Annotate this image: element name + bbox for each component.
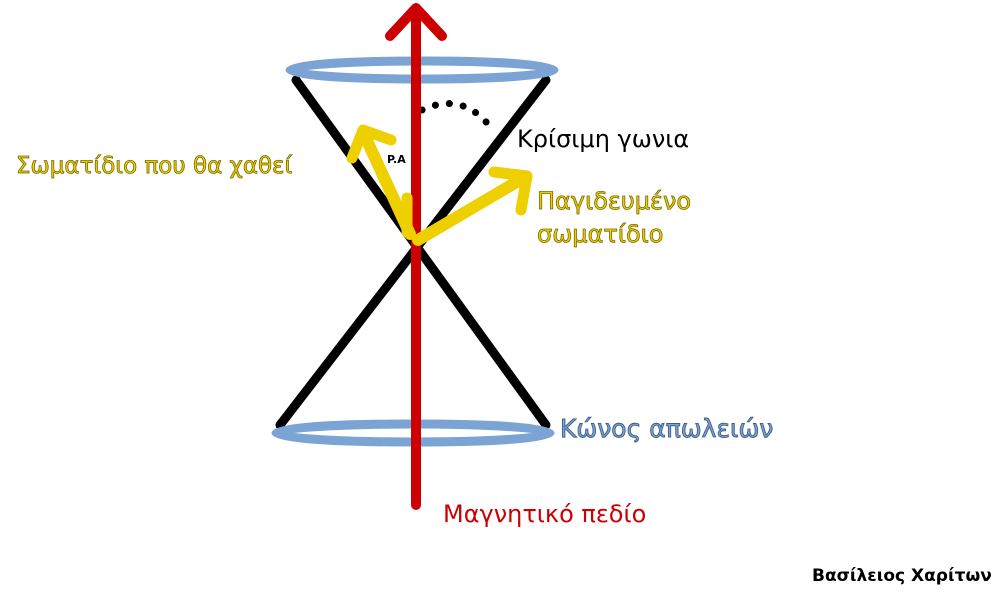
lost-particle-arrow-head (346, 124, 397, 164)
pitch-angle-label: P.A (387, 153, 406, 166)
trapped-particle-arrow-head (488, 166, 533, 216)
author-label: Βασίλειος Χαρίτων (812, 566, 992, 586)
loss-cone-label: Κώνος απωλειών (560, 414, 773, 443)
lost-particle-label: Σωματίδιο που θα χαθεί (16, 153, 292, 179)
magnetic-field-label: Μαγνητικό πεδίο (443, 500, 646, 528)
top-cone-ellipse (285, 56, 559, 84)
critical-angle-arc (418, 100, 498, 136)
trapped-particle-arrow (412, 171, 531, 246)
critical-angle-label: Κρίσιμη γωνια (517, 125, 689, 153)
magnetic-field-arrow-head (385, 3, 447, 41)
trapped-particle-label-line1: Παγιδευμένο (537, 187, 691, 215)
trapped-particle-label-line2: σωματίδιο (537, 220, 663, 248)
